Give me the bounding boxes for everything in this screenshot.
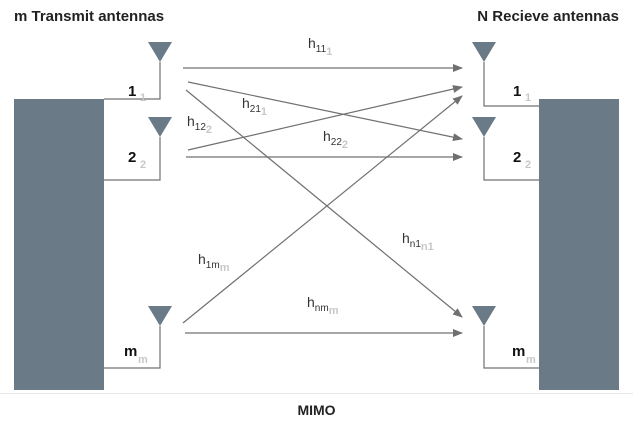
channel-path-h1m bbox=[182, 95, 463, 324]
channel-path-hn1 bbox=[185, 89, 463, 318]
tx-antenna-2-label: 2 bbox=[128, 149, 136, 166]
rx-antenna-m-label: m bbox=[512, 343, 525, 360]
channel-label-h11: h111 bbox=[308, 35, 332, 58]
transmit-antennas-title: m Transmit antennas bbox=[14, 8, 165, 25]
rx-antenna-1-label: 1 bbox=[513, 83, 521, 100]
channel-label-h21: h211 bbox=[242, 95, 267, 118]
tx-antenna-1-label: 1 bbox=[128, 83, 136, 100]
tx-antenna-2-ghost: 2 bbox=[140, 159, 146, 171]
channel-label-h22: h222 bbox=[323, 128, 348, 151]
tx-antenna-m: m m bbox=[104, 306, 172, 369]
footer-divider bbox=[0, 393, 633, 394]
tx-antenna-2: 2 2 bbox=[104, 117, 172, 181]
antenna-icon bbox=[472, 42, 496, 62]
antenna-icon bbox=[148, 306, 172, 326]
rx-antenna-1-ghost: 1 bbox=[525, 92, 531, 104]
channel-label-hn1: hn1n1 bbox=[402, 230, 434, 253]
channel-label-h12: h122 bbox=[187, 113, 212, 136]
antenna-icon bbox=[148, 117, 172, 137]
tx-antenna-m-ghost: m bbox=[138, 354, 148, 366]
channel-path-h21 bbox=[187, 81, 463, 142]
antenna-icon bbox=[472, 306, 496, 326]
tx-antenna-1-ghost: 1 bbox=[140, 92, 146, 104]
channel-label-hnm: hnmm bbox=[307, 294, 339, 317]
antenna-icon bbox=[472, 117, 496, 137]
channel-label-h1m: h1mm bbox=[198, 251, 230, 274]
tx-antenna-m-label: m bbox=[124, 343, 137, 360]
rx-antenna-2: 2 2 bbox=[472, 117, 539, 181]
channel-path-h12 bbox=[187, 85, 463, 151]
tx-antenna-1: 1 1 bbox=[104, 42, 172, 104]
transmitter-block bbox=[14, 99, 104, 390]
rx-antenna-2-ghost: 2 bbox=[525, 159, 531, 171]
rx-antenna-2-label: 2 bbox=[513, 149, 521, 166]
receive-antennas-title: N Recieve antennas bbox=[477, 8, 619, 25]
rx-antenna-m-ghost: m bbox=[526, 354, 536, 366]
rx-antenna-1: 1 1 bbox=[472, 42, 539, 107]
rx-antenna-m: m m bbox=[472, 306, 539, 369]
antenna-icon bbox=[148, 42, 172, 62]
diagram-caption: MIMO bbox=[297, 402, 336, 418]
receiver-block bbox=[539, 99, 619, 390]
